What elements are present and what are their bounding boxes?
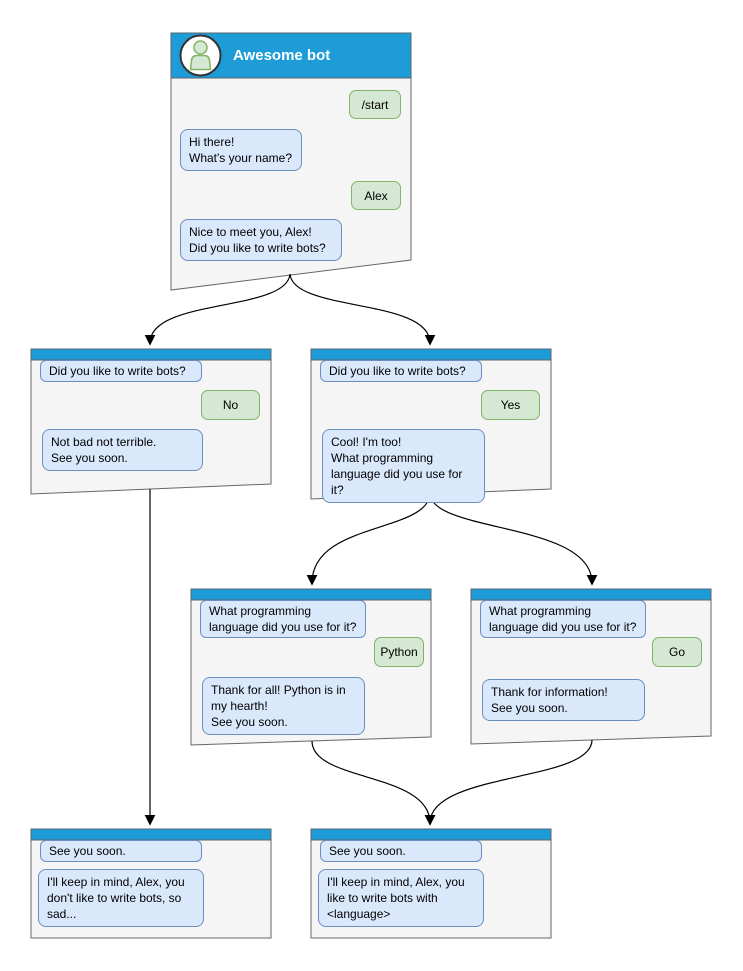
arrow-python-to-end — [311, 740, 436, 826]
branch-yes-window-header — [310, 348, 552, 361]
branch-go-window-header — [470, 588, 712, 601]
bot-message-bubble: Cool! I'm too! What programming language… — [322, 429, 485, 503]
user-message-bubble: Yes — [481, 390, 540, 420]
bot-message-bubble: See you soon. — [320, 840, 482, 862]
user-message-bubble: /start — [349, 90, 401, 119]
arrow-go-to-end — [424, 739, 593, 826]
user-message-bubble: Go — [652, 637, 702, 667]
bot-message-bubble: See you soon. — [40, 840, 202, 862]
bot-message-bubble: Thank for all! Python is in my hearth! S… — [202, 677, 365, 735]
arrow-yes-to-go — [429, 493, 598, 586]
arrow-yes-to-python — [306, 493, 431, 586]
bot-message-bubble: What programming language did you use fo… — [480, 600, 646, 638]
person-avatar-icon — [179, 34, 222, 77]
bot-message-bubble: Hi there! What's your name? — [180, 129, 302, 171]
bot-message-bubble: I'll keep in mind, Alex, you like to wri… — [318, 869, 484, 927]
user-message-bubble: Alex — [351, 181, 401, 210]
end-yes-window-header — [310, 828, 552, 841]
bot-message-bubble: Did you like to write bots? — [320, 360, 482, 382]
bot-message-bubble: I'll keep in mind, Alex, you don't like … — [38, 869, 204, 927]
user-message-bubble: No — [201, 390, 260, 420]
arrow-main-to-no — [144, 273, 291, 346]
bot-message-bubble: Did you like to write bots? — [40, 360, 202, 382]
arrow-main-to-yes — [289, 273, 436, 346]
main-window-title: Awesome bot — [233, 47, 331, 64]
bot-message-bubble: Thank for information! See you soon. — [482, 679, 645, 721]
bot-message-bubble: Not bad not terrible. See you soon. — [42, 429, 203, 471]
user-message-bubble: Python — [374, 637, 424, 667]
bot-message-bubble: What programming language did you use fo… — [200, 600, 366, 638]
branch-python-window-header — [190, 588, 432, 601]
branch-no-window-header — [30, 348, 272, 361]
end-no-window-header — [30, 828, 272, 841]
bot-message-bubble: Nice to meet you, Alex! Did you like to … — [180, 219, 342, 261]
